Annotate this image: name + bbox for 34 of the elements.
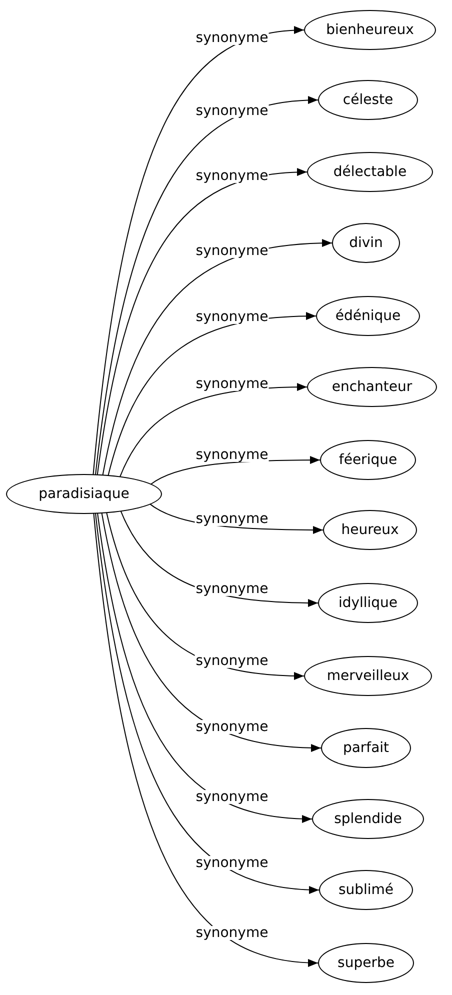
ellipse-node: enchanteur [307,367,437,407]
arrow [95,96,318,476]
arrow [102,239,332,476]
ellipse-node: céleste [318,80,418,120]
arrow [93,512,318,966]
edge-label: synonyme [194,790,270,804]
ellipse-node: heureux [323,510,417,550]
ellipse-node: sublimé [319,870,413,910]
arrow [101,512,322,752]
ellipse-node: féerique [320,440,416,480]
edge-label: synonyme [194,654,270,668]
ellipse-node: paradisiaque [6,474,162,514]
ellipse-node: merveilleux [304,656,432,696]
edge-label: synonyme [194,31,270,46]
arrow [106,512,304,680]
ellipse-node: divin [332,223,400,263]
edge-label: synonyme [194,169,270,184]
ellipse-node: délectable [307,152,433,192]
arrow [97,512,312,823]
arrow [92,26,304,476]
edge-label: synonyme [194,856,270,870]
ellipse-node: idyllique [318,583,418,623]
arrow [108,312,316,476]
arrow [95,512,320,894]
edge-label: synonyme [194,512,270,526]
ellipse-node: splendide [312,799,424,839]
edge-label: synonyme [194,926,270,940]
edge-label: synonyme [194,720,270,734]
arrow [96,168,308,476]
ellipse-node: bienheureux [304,10,436,50]
edge-label: synonyme [194,104,270,118]
ellipse-node: superbe [318,943,414,983]
ellipse-node: parfait [321,728,411,768]
ellipse-node: édénique [316,296,420,336]
